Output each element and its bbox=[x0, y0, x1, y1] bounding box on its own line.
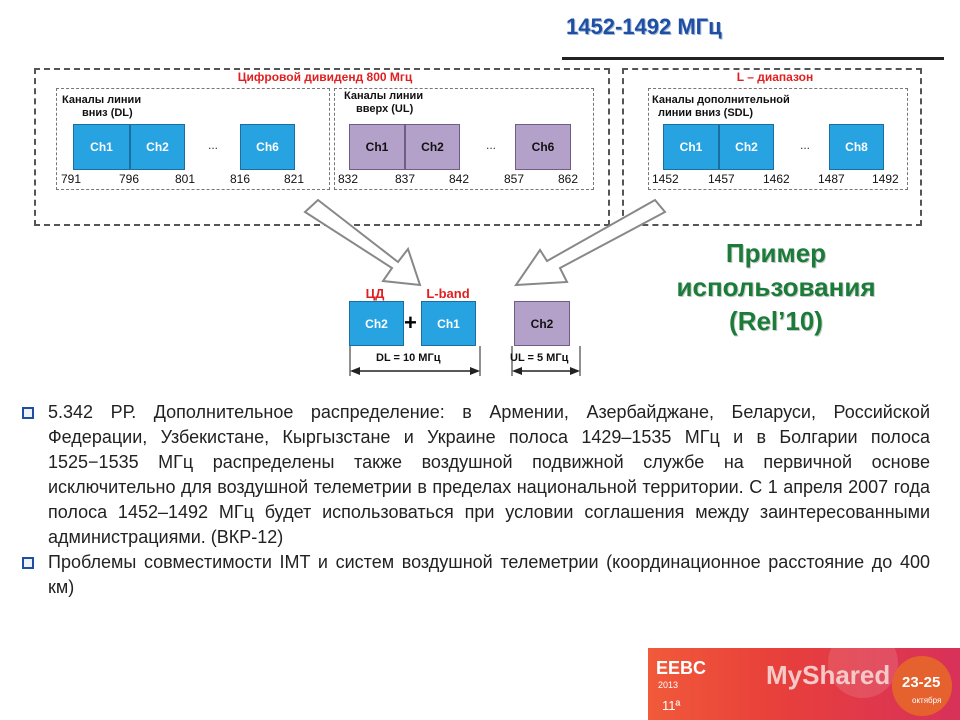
dl-freq-1: 791 bbox=[61, 172, 82, 186]
ul-span-label: UL = 5 МГц bbox=[510, 352, 569, 364]
bullet-text: Проблемы совместимости IMT и систем возд… bbox=[48, 552, 930, 597]
lband-group bbox=[622, 68, 922, 226]
sdl-label: Каналы дополнительной линии вниз (SDL) bbox=[652, 94, 790, 120]
ul-ch1-block: Ch1 bbox=[349, 124, 405, 170]
dl-span-head-right bbox=[470, 367, 480, 375]
dl-span-label: DL = 10 МГц bbox=[376, 352, 441, 364]
bullet-item: Проблемы совместимости IMT и систем возд… bbox=[22, 550, 930, 600]
sdl-freq-3: 1462 bbox=[763, 172, 790, 186]
dl-freq-4: 816 bbox=[230, 172, 251, 186]
banner-dates: 23-25 bbox=[902, 674, 941, 691]
ul-freq-5: 862 bbox=[558, 172, 579, 186]
dl-ch6-block: Ch6 bbox=[240, 124, 295, 170]
left-down-arrow bbox=[303, 198, 422, 287]
dl-label-line2: вниз (DL) bbox=[82, 107, 133, 119]
banner-brand: MyShared bbox=[766, 660, 891, 690]
dl-label-line1: Каналы линии bbox=[62, 94, 142, 106]
ul-label-line1: Каналы линии bbox=[344, 90, 424, 102]
dl-ellipsis: ... bbox=[208, 138, 219, 152]
banner-month: октября bbox=[912, 696, 942, 705]
combined-ul-ch2-block: Ch2 bbox=[514, 301, 570, 346]
bullet-list: 5.342 РР. Дополнительное распределение: … bbox=[22, 400, 930, 600]
dl-freq-3: 801 bbox=[175, 172, 196, 186]
dl-freq-5: 821 bbox=[284, 172, 305, 186]
arrows-layer bbox=[303, 198, 667, 376]
ul-label-line2: вверх (UL) bbox=[356, 103, 414, 115]
banner-logo: EEBC bbox=[656, 658, 707, 678]
title-underline bbox=[562, 57, 944, 60]
ul-ch6-block: Ch6 bbox=[515, 124, 571, 170]
dl-channels-box bbox=[56, 88, 330, 190]
page-title: 1452-1492 МГц bbox=[566, 14, 722, 39]
sdl-freq-1: 1452 bbox=[652, 172, 679, 186]
ul-channels-box bbox=[334, 88, 594, 190]
banner-decor-circle bbox=[892, 656, 952, 716]
cd-label: ЦД bbox=[365, 286, 385, 301]
ul-freq-4: 857 bbox=[504, 172, 525, 186]
example-line3: (Rel’10) bbox=[729, 306, 823, 336]
dl-label: Каналы линии вниз (DL) bbox=[62, 94, 141, 120]
dl-span-head-left bbox=[350, 367, 360, 375]
example-line2: использования bbox=[676, 272, 876, 302]
event-banner: EEBC 2013 MyShared 23-25 октября 11ª bbox=[648, 648, 960, 720]
banner-year: 2013 bbox=[658, 680, 679, 690]
ul-span-head-right bbox=[570, 367, 580, 375]
lband-title: L – диапазон bbox=[736, 70, 814, 84]
digital-dividend-group bbox=[34, 68, 610, 226]
combined-ch2-block: Ch2 bbox=[349, 301, 404, 346]
sdl-freq-2: 1457 bbox=[708, 172, 735, 186]
bullet-text: 5.342 РР. Дополнительное распределение: … bbox=[48, 402, 930, 547]
sdl-ch1-block: Ch1 bbox=[663, 124, 719, 170]
dl-freq-2: 796 bbox=[119, 172, 140, 186]
ul-span-head-left bbox=[512, 367, 522, 375]
sdl-ch2-block: Ch2 bbox=[719, 124, 774, 170]
sdl-label-line2: линии вниз (SDL) bbox=[658, 107, 753, 119]
digital-dividend-title: Цифровой дивиденд 800 Мгц bbox=[237, 70, 413, 84]
lband-label: L-band bbox=[426, 286, 470, 301]
right-down-arrow bbox=[514, 198, 667, 287]
checkbox-bullet-icon bbox=[22, 557, 34, 569]
bullet-item: 5.342 РР. Дополнительное распределение: … bbox=[22, 400, 930, 550]
ul-ch2-block: Ch2 bbox=[405, 124, 460, 170]
banner-edition: 11ª bbox=[662, 698, 681, 713]
sdl-label-line1: Каналы дополнительной bbox=[652, 94, 790, 106]
sdl-channels-box bbox=[648, 88, 908, 190]
ul-freq-3: 842 bbox=[449, 172, 470, 186]
checkbox-bullet-icon bbox=[22, 407, 34, 419]
plus-sign: + bbox=[404, 310, 417, 335]
sdl-ellipsis: ... bbox=[800, 138, 811, 152]
ul-label: Каналы линии вверх (UL) bbox=[344, 90, 423, 116]
dl-ch2-block: Ch2 bbox=[130, 124, 185, 170]
example-caption: Пример использования (Rel’10) bbox=[646, 236, 906, 338]
sdl-freq-5: 1492 bbox=[872, 172, 899, 186]
ul-freq-1: 832 bbox=[338, 172, 359, 186]
ul-freq-2: 837 bbox=[395, 172, 416, 186]
dl-ch1-block: Ch1 bbox=[73, 124, 130, 170]
sdl-freq-4: 1487 bbox=[818, 172, 845, 186]
example-line1: Пример bbox=[725, 238, 827, 268]
ul-ellipsis: ... bbox=[486, 138, 497, 152]
sdl-ch8-block: Ch8 bbox=[829, 124, 884, 170]
combined-ch1-block: Ch1 bbox=[421, 301, 476, 346]
